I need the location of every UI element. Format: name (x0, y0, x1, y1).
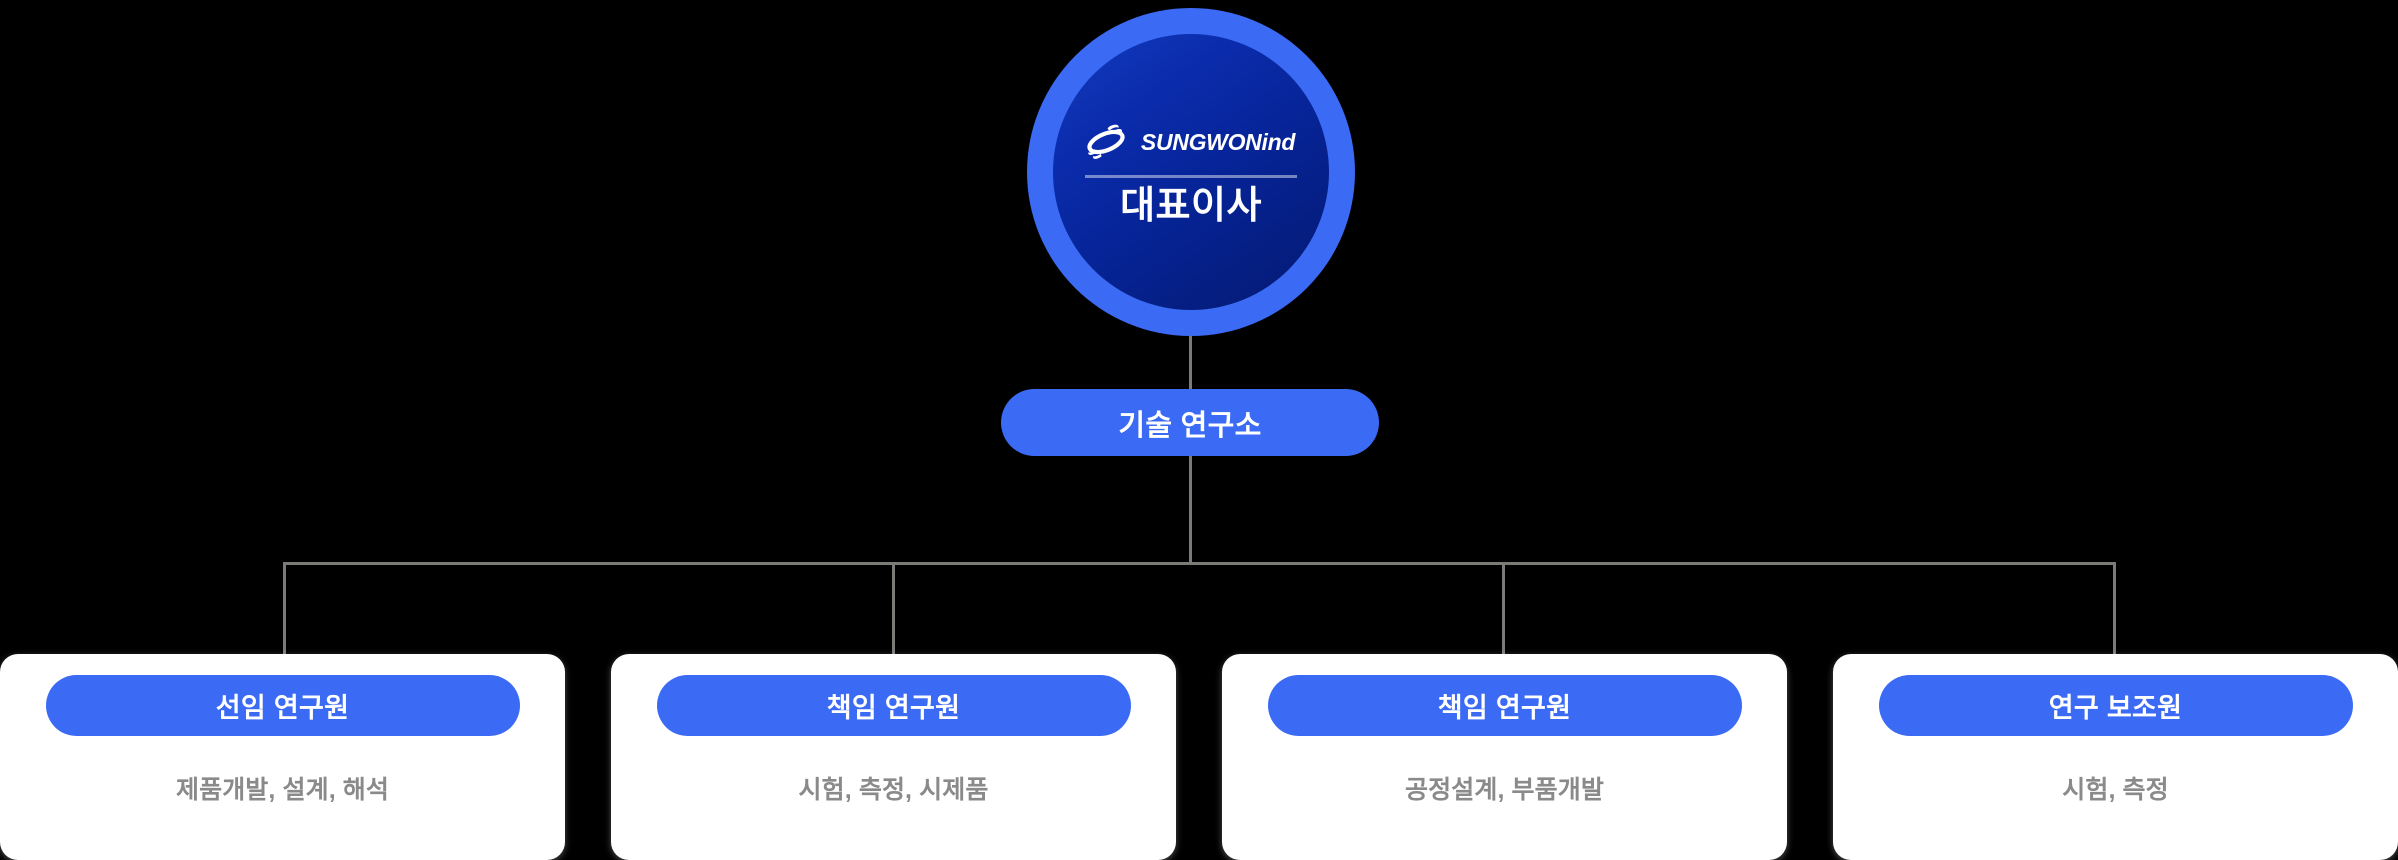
card-research-assistant[interactable]: 연구 보조원 시험, 측정 (1833, 654, 2398, 860)
ceo-node-inner: SUNGWONind 대표이사 (1053, 34, 1329, 310)
card-title-pill: 연구 보조원 (1878, 675, 2353, 736)
card-description: 시험, 측정 (2062, 776, 2169, 804)
mid-node-research-center[interactable]: 기술 연구소 (1001, 389, 1379, 456)
card-title-label: 연구 보조원 (2048, 693, 2183, 723)
card-senior-researcher[interactable]: 선임 연구원 제품개발, 설계, 해석 (0, 654, 565, 860)
sungwon-logo-icon (1087, 124, 1125, 159)
card-description: 제품개발, 설계, 해석 (176, 776, 389, 804)
card-title-pill: 책임 연구원 (656, 675, 1131, 736)
ceo-node[interactable]: SUNGWONind 대표이사 (1027, 8, 1355, 336)
card-title-label: 책임 연구원 (1437, 693, 1572, 723)
company-logo-text: SUNGWONind (1140, 128, 1296, 155)
card-title-label: 선임 연구원 (215, 693, 350, 723)
ceo-title: 대표이사 (1120, 185, 1262, 228)
card-principal-researcher-process[interactable]: 책임 연구원 공정설계, 부품개발 (1222, 654, 1787, 860)
card-title-pill: 책임 연구원 (1267, 675, 1742, 736)
mid-node-label: 기술 연구소 (1118, 409, 1262, 442)
connector-drop-card-3 (1502, 562, 1505, 655)
card-title-label: 책임 연구원 (826, 693, 961, 723)
connector-horizontal-bus (283, 562, 2116, 565)
card-description: 공정설계, 부품개발 (1405, 776, 1604, 804)
ceo-divider (1085, 175, 1297, 179)
company-logo: SUNGWONind (1087, 122, 1295, 162)
card-principal-researcher-test[interactable]: 책임 연구원 시험, 측정, 시제품 (611, 654, 1176, 860)
card-title-pill: 선임 연구원 (45, 675, 520, 736)
connector-drop-card-1 (283, 562, 286, 655)
cards-row: 선임 연구원 제품개발, 설계, 해석 책임 연구원 시험, 측정, 시제품 책… (0, 654, 2398, 860)
connector-drop-card-2 (892, 562, 895, 655)
connector-drop-card-4 (2113, 562, 2116, 655)
card-description: 시험, 측정, 시제품 (798, 776, 989, 804)
connector-mid-to-bus (1189, 456, 1192, 564)
connector-ceo-to-mid (1189, 336, 1192, 391)
